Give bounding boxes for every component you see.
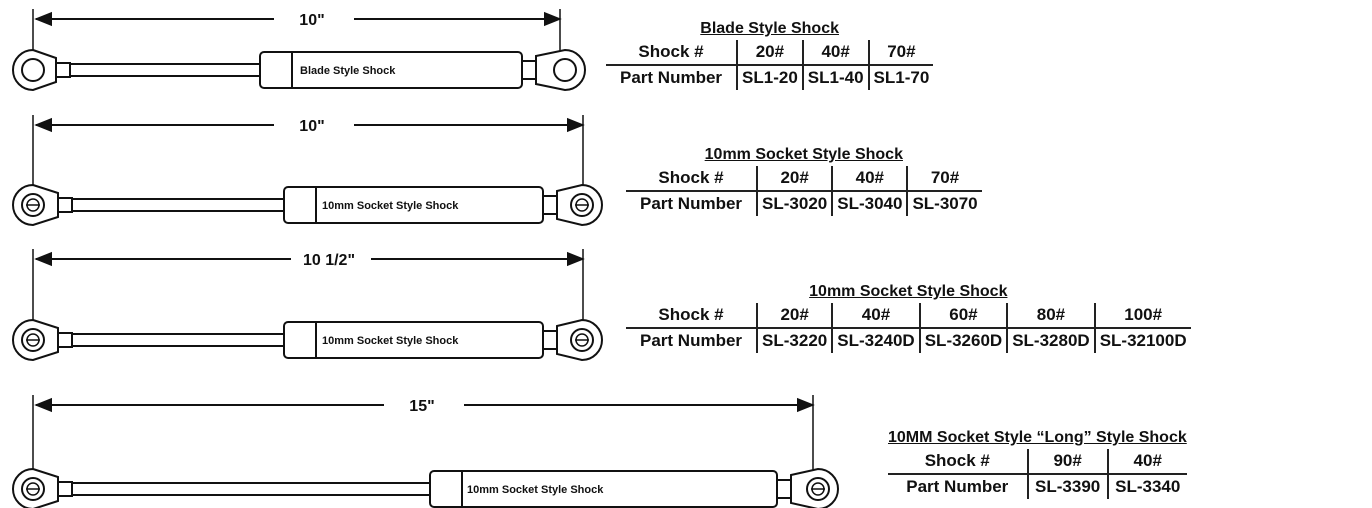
shock-rating: 70# <box>867 40 934 66</box>
part-number: SL-3040 <box>831 191 908 216</box>
shock-rating: 20# <box>756 303 833 329</box>
row-label-shock: Shock # <box>888 449 1028 475</box>
piston-rod <box>71 198 285 212</box>
left-collar <box>57 197 73 213</box>
dimension-label: 15" <box>409 398 434 415</box>
row-label-shock: Shock # <box>626 303 758 329</box>
row-label-part-number: Part Number <box>640 331 743 350</box>
shock-assembly-1: 10" Blade Style Shock <box>12 9 586 92</box>
piston-rod <box>69 63 261 77</box>
row-label-part-number: Part Number <box>906 477 1009 496</box>
shock-rating: 20# <box>756 166 833 192</box>
shock-rating: 100# <box>1093 303 1191 329</box>
table-title: 10mm Socket Style Shock <box>809 283 1008 300</box>
right-collar <box>542 330 558 350</box>
body-label: 10mm Socket Style Shock <box>322 335 459 347</box>
dimension-label: 10 1/2" <box>303 252 355 269</box>
shock-rating: 60# <box>918 303 1008 329</box>
shock-assembly-4: 15" 10mm Socket Style Shock <box>12 395 839 508</box>
part-number: SL1-70 <box>867 65 934 90</box>
shock-rating: 90# <box>1026 449 1108 475</box>
shock-rating: 70# <box>906 166 982 192</box>
shock-rating: 40# <box>801 40 869 66</box>
right-collar <box>542 195 558 215</box>
piston-rod <box>71 482 431 496</box>
shock-assembly-3: 10 1/2" 10mm Socket Style Shock <box>12 249 603 362</box>
shock-rating-row: Shock #20#40#70# <box>626 166 982 192</box>
shock-rating-row: Shock #20#40#70# <box>606 40 934 66</box>
part-number: SL-3240D <box>831 328 920 353</box>
shock-rating: 40# <box>1106 449 1187 475</box>
body-label: 10mm Socket Style Shock <box>467 484 604 496</box>
part-number: SL-3390 <box>1026 474 1108 499</box>
shock-rating: 40# <box>831 166 908 192</box>
body-label: 10mm Socket Style Shock <box>322 200 459 212</box>
part-number: SL-32100D <box>1093 328 1191 353</box>
left-collar <box>57 481 73 497</box>
left-collar <box>57 332 73 348</box>
dimension-label: 10" <box>299 12 324 29</box>
left-eyelet <box>21 58 45 82</box>
dimension-label-bg <box>384 395 464 415</box>
dimension-label: 10" <box>299 118 324 135</box>
right-eyelet <box>553 58 577 82</box>
part-number: SL-3070 <box>906 191 982 216</box>
body-label: Blade Style Shock <box>300 65 396 77</box>
shock-rating: 20# <box>736 40 803 66</box>
shock-rating-row: Shock #20#40#60#80#100# <box>626 303 1191 329</box>
part-number: SL1-40 <box>801 65 869 90</box>
shock-assembly-2: 10" 10mm Socket Style Shock <box>12 115 603 227</box>
part-number: SL-3340 <box>1106 474 1187 499</box>
table-title: 10mm Socket Style Shock <box>704 146 903 163</box>
piston-rod <box>71 333 285 347</box>
row-label-shock: Shock # <box>606 40 738 66</box>
row-label-shock: Shock # <box>626 166 758 192</box>
part-number: SL-3020 <box>756 191 833 216</box>
part-number: SL-3220 <box>756 328 833 353</box>
part-number: SL-3280D <box>1006 328 1095 353</box>
left-collar <box>55 62 71 78</box>
right-collar <box>776 479 792 499</box>
right-collar <box>521 60 537 80</box>
row-label-part-number: Part Number <box>640 194 743 213</box>
shock-rating: 80# <box>1006 303 1095 329</box>
table-title: Blade Style Shock <box>700 20 839 37</box>
dimension-label-bg <box>274 115 354 135</box>
dimension-label-bg <box>291 249 371 269</box>
part-number: SL1-20 <box>736 65 803 90</box>
dimension-label-bg <box>274 9 354 29</box>
row-label-part-number: Part Number <box>620 68 723 87</box>
shock-rating-row: Shock #90#40# <box>888 449 1187 475</box>
table-title: 10MM Socket Style “Long” Style Shock <box>888 429 1187 446</box>
shock-rating: 40# <box>831 303 920 329</box>
part-number: SL-3260D <box>918 328 1008 353</box>
